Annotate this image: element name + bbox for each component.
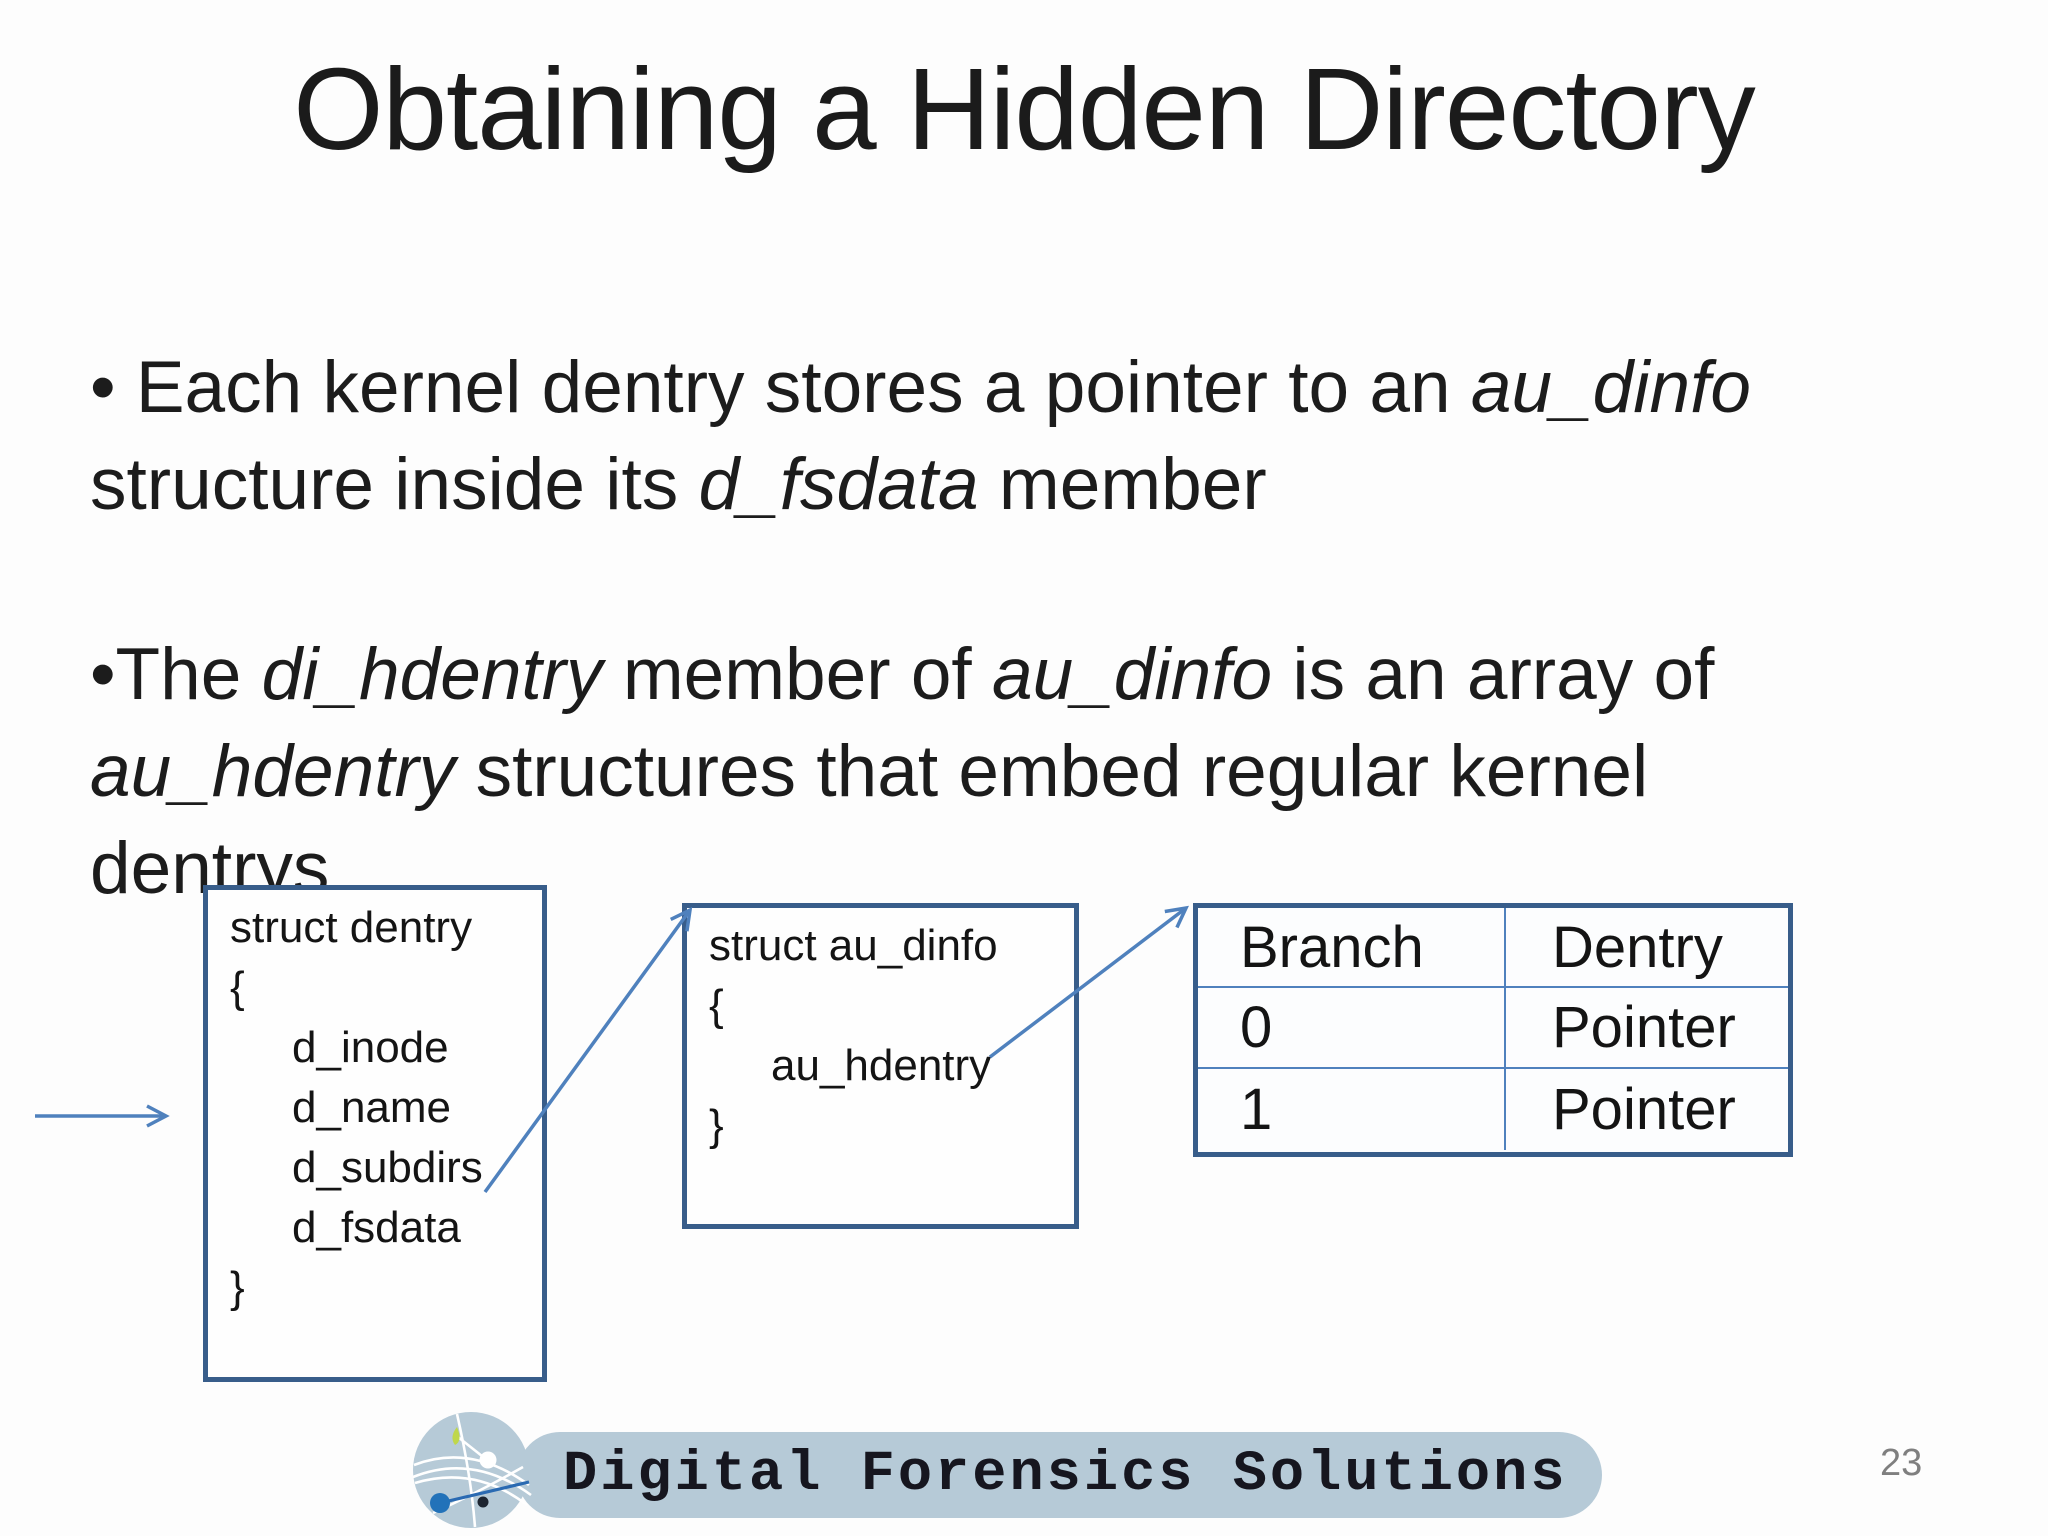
table-cell-branch-0: 0 [1240,995,1273,1060]
struct-au-dinfo-content: struct au_dinfo { au_hdentry } [687,908,1074,1156]
bullet-1-text-3: member [978,444,1267,525]
table-header-branch: Branch [1240,914,1424,980]
bullet-1-term-d-fsdata: d_fsdata [698,444,979,525]
struct-dentry-title: struct dentry [230,903,473,952]
bullet-2-text: •The [90,634,262,715]
struct-au-dinfo-close-brace: } [709,1101,724,1150]
table-header-row: Branch Dentry [1198,908,1788,988]
table-row-0: 0 Pointer [1198,988,1788,1069]
struct-dentry-field-d-fsdata: d_fsdata [292,1203,461,1252]
struct-dentry-field-d-inode: d_inode [292,1023,449,1072]
table-cell-dentry-1: Pointer [1504,1069,1788,1150]
struct-au-dinfo-open-brace: { [709,981,724,1030]
footer-brand-text: Digital Forensics Solutions [563,1443,1568,1507]
bullet-2-text-4: structures that embed regular kernel [455,731,1649,812]
bullet-2: •The di_hdentry member of au_dinfo is an… [90,626,1930,917]
bullet-2-text-2: member of [602,634,992,715]
struct-dentry-close-brace: } [230,1263,245,1312]
table-cell-dentry-0: Pointer [1504,988,1788,1067]
slide-title: Obtaining a Hidden Directory [293,44,1755,174]
struct-au-dinfo-field-au-hdentry: au_hdentry [771,1041,992,1090]
page-number: 23 [1880,1442,1923,1484]
struct-dentry-open-brace: { [230,963,245,1012]
branch-dentry-table: Branch Dentry 0 Pointer 1 Pointer [1193,903,1793,1157]
bullet-1-term-au-dinfo: au_dinfo [1470,347,1751,428]
bullet-1: • Each kernel dentry stores a pointer to… [90,339,1930,533]
bullet-2-term-au-hdentry: au_hdentry [90,731,456,812]
footer-brand-bar: Digital Forensics Solutions [517,1432,1602,1518]
bullet-2-text-3: is an array of [1272,634,1715,715]
table-header-dentry: Dentry [1504,908,1788,986]
struct-dentry-field-d-subdirs: d_subdirs [292,1143,483,1192]
table-cell-branch-1: 1 [1240,1077,1273,1142]
struct-au-dinfo-box: struct au_dinfo { au_hdentry } [682,903,1079,1229]
bullet-1-text-2: structure inside its [90,444,699,525]
network-globe-icon [412,1412,532,1528]
struct-au-dinfo-title: struct au_dinfo [709,921,998,970]
table-row-1: 1 Pointer [1198,1069,1788,1150]
struct-dentry-field-d-name: d_name [292,1083,452,1132]
struct-dentry-content: struct dentry { d_inode d_name d_subdirs… [208,890,542,1318]
bullet-2-term-au-dinfo: au_dinfo [992,634,1273,715]
struct-dentry-box: struct dentry { d_inode d_name d_subdirs… [203,885,547,1382]
bullet-1-text: • Each kernel dentry stores a pointer to… [90,347,1471,428]
bullet-2-term-di-hdentry: di_hdentry [261,634,603,715]
